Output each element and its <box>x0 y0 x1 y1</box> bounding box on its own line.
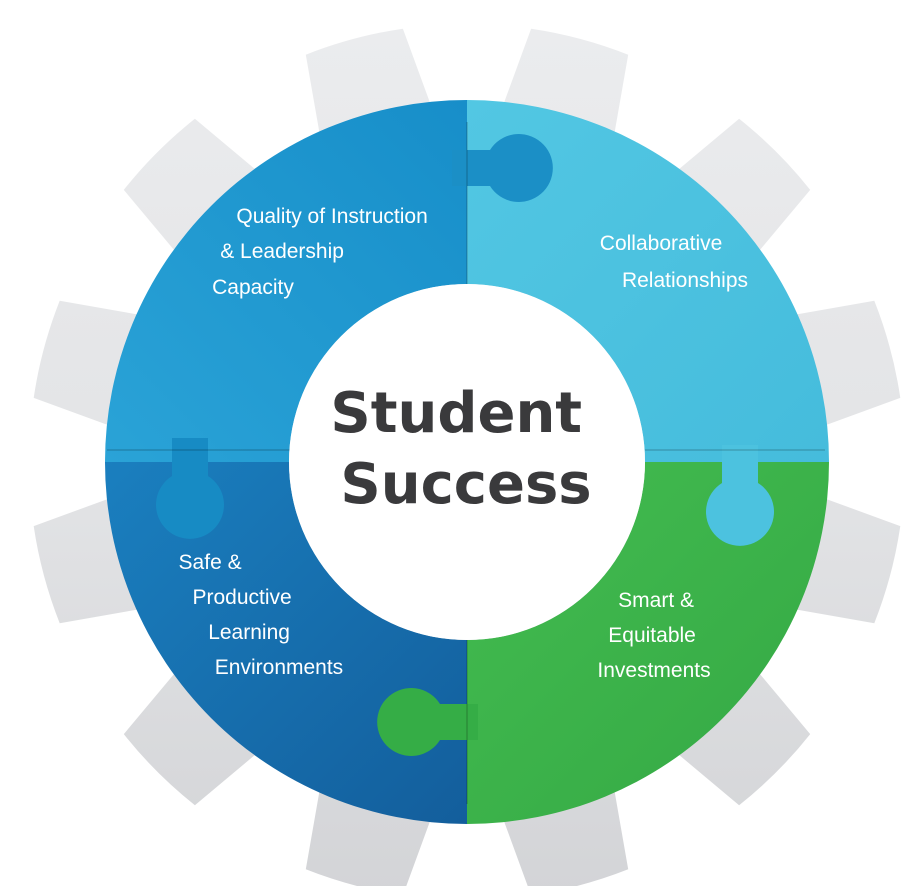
center-title-line-2: Success <box>340 452 591 517</box>
label-line: Capacity <box>212 276 294 299</box>
label-line: Environments <box>215 656 343 679</box>
puzzle-knob-right <box>705 445 775 546</box>
puzzle-knobs <box>155 134 775 757</box>
label-line: Equitable <box>608 624 696 647</box>
quadrant-quality-of-instruction <box>105 100 467 462</box>
puzzle-ring <box>105 100 829 824</box>
label-line: Productive <box>192 586 291 609</box>
label-line: Safe & <box>179 551 242 574</box>
puzzle-knob-left <box>155 438 224 539</box>
quadrant-safe-productive-learning <box>105 462 467 824</box>
label-line: Quality of Instruction <box>236 205 427 228</box>
center-circle <box>289 284 645 640</box>
puzzle-knob-top <box>452 134 553 202</box>
label-line: Learning <box>208 621 290 644</box>
label-line: Investments <box>597 659 710 682</box>
center-title: Student Success <box>330 381 601 517</box>
puzzle-knob-bottom <box>377 688 478 757</box>
center-title-line-1: Student <box>330 381 582 446</box>
label-smart-equitable-investments: Smart & Equitable Investments <box>597 589 710 682</box>
puzzle-seams <box>107 122 825 804</box>
label-collaborative-relationships: Collaborative Relationships <box>600 232 748 292</box>
label-line: Smart & <box>618 589 694 612</box>
label-quality-of-instruction: Quality of Instruction & Leadership Capa… <box>212 205 433 299</box>
label-line: Collaborative <box>600 232 723 255</box>
label-safe-productive-learning: Safe & Productive Learning Environments <box>179 551 344 679</box>
quadrant-collaborative-relationships <box>467 100 829 462</box>
label-line: Relationships <box>622 269 748 292</box>
label-line: & Leadership <box>220 240 344 263</box>
quadrant-smart-equitable-investments <box>467 462 829 824</box>
